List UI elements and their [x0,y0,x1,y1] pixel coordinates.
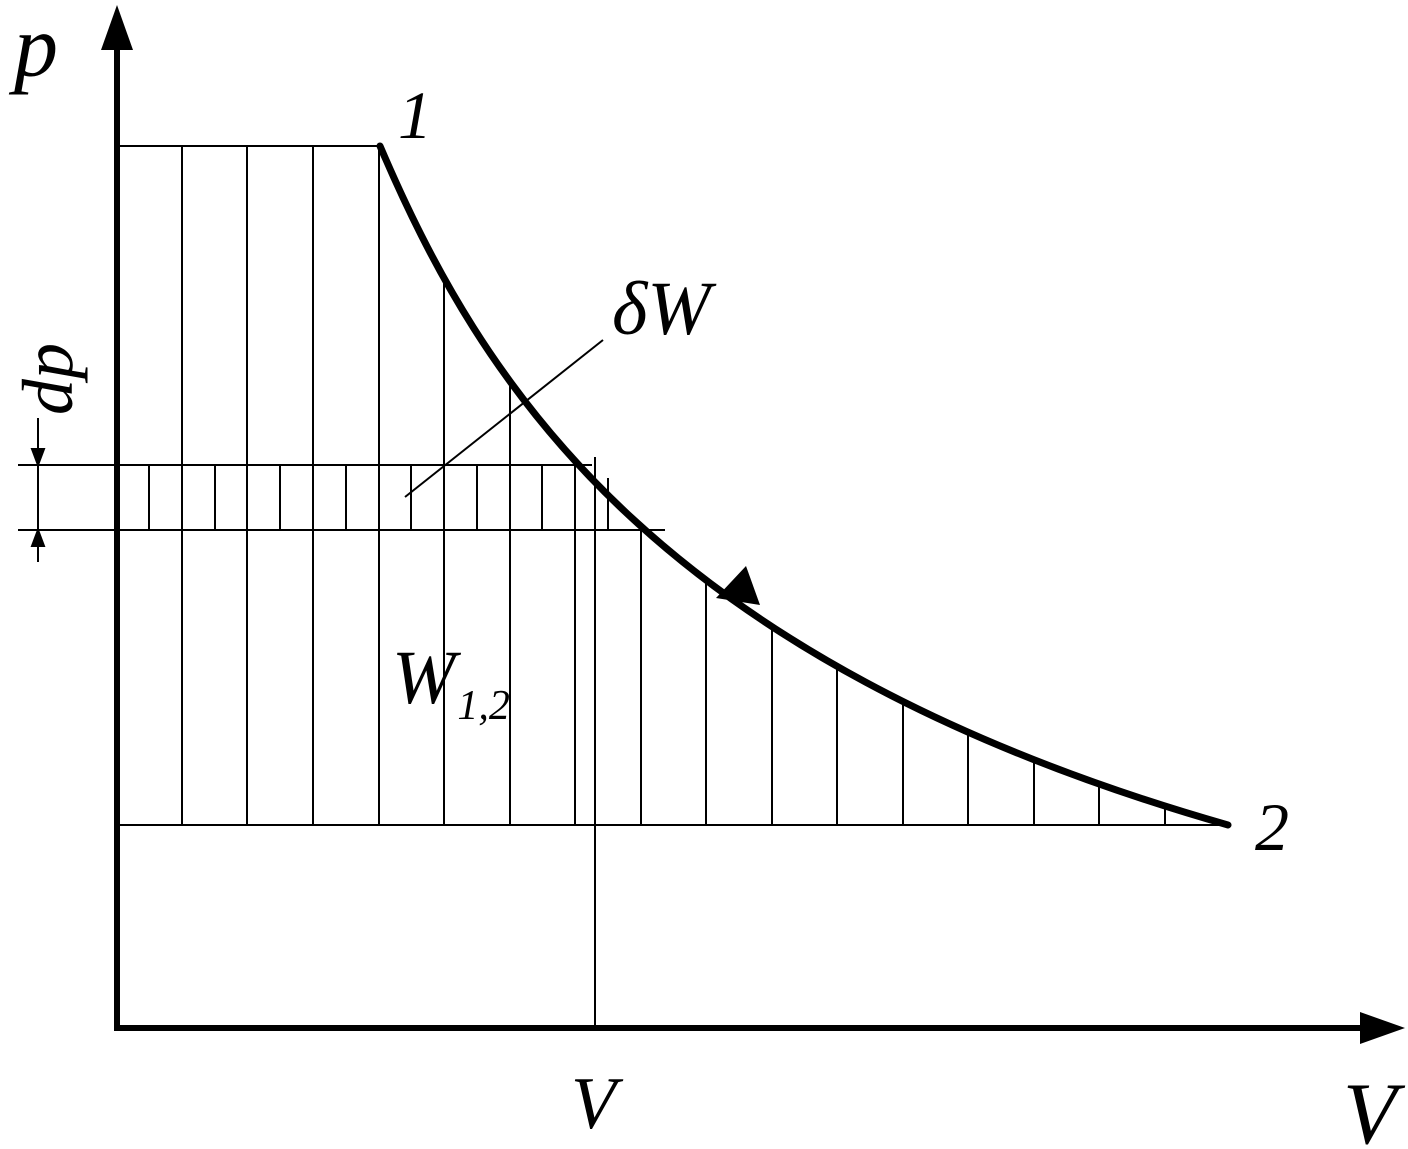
work-label-main: W [392,636,462,720]
point-2-label: 2 [1255,789,1289,865]
y-axis-arrow-icon [101,5,133,50]
work-label: W1,2 [392,636,510,729]
point-1-label: 1 [398,77,432,153]
elemental-strip-hatching [148,465,609,530]
dp-dimension [30,418,46,562]
elemental-work-leader [404,339,604,498]
process-curve [376,142,1232,829]
work-area-hatching [181,146,1166,825]
axes [101,5,1405,1044]
reference-lines [18,145,1228,1028]
dp-label: dp [8,343,88,415]
volume-marker-label: V [571,1063,624,1145]
elemental-work-label: δW [612,267,717,351]
x-axis-label: V [1343,1066,1406,1149]
y-axis-label: p [8,0,58,96]
direction-arrow [716,566,760,605]
x-axis-arrow-icon [1360,1012,1405,1044]
work-label-subscript: 1,2 [457,683,510,729]
